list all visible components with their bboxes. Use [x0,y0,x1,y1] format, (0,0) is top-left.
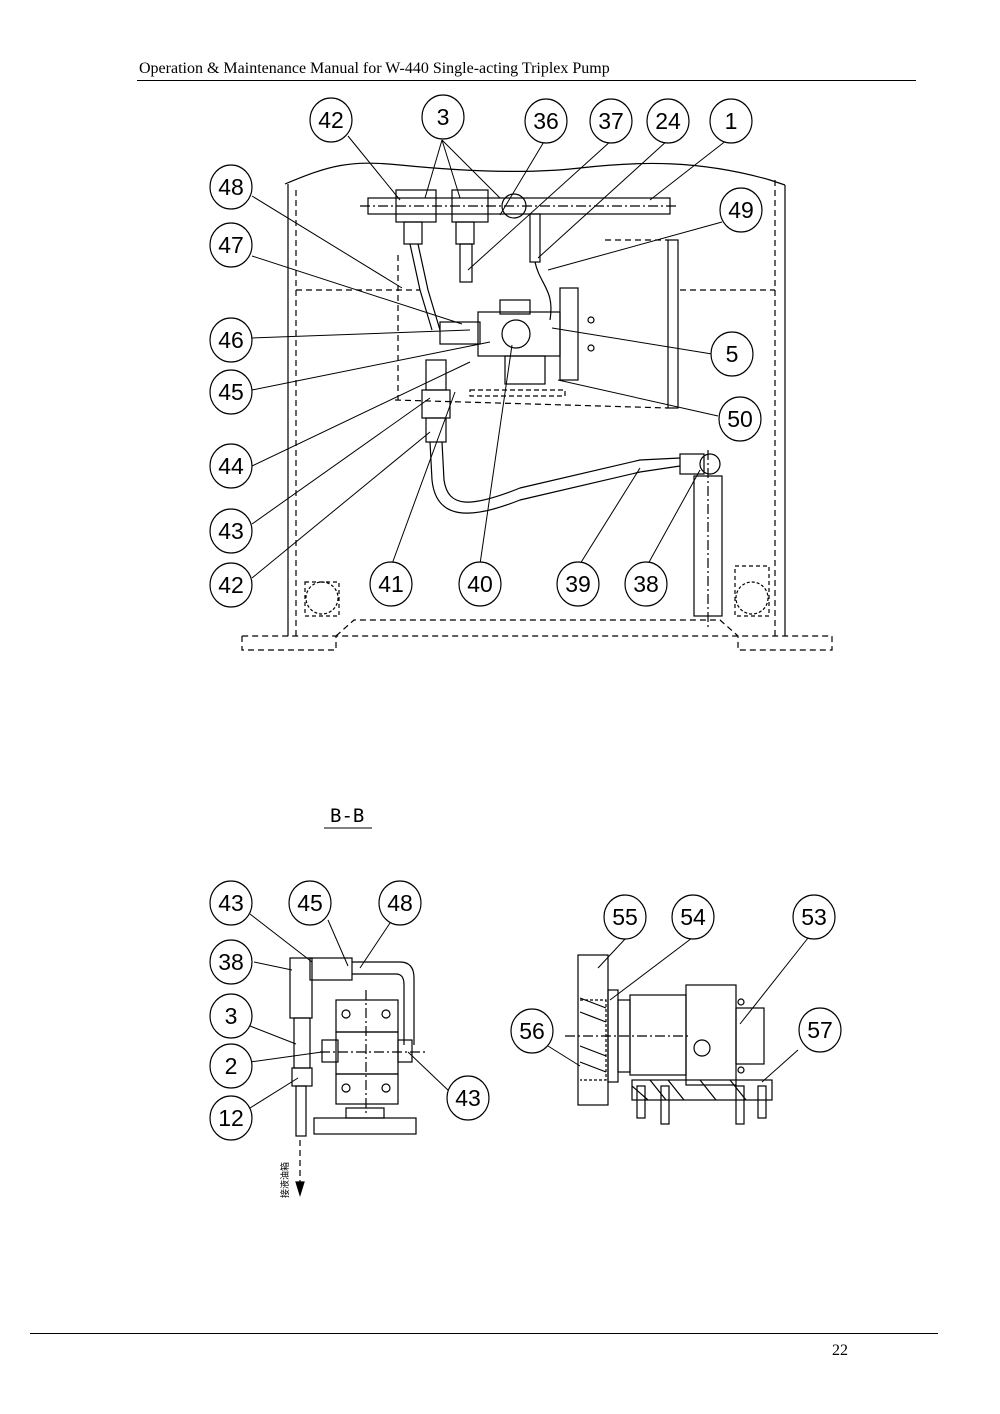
frame-outline [241,162,833,651]
callout-circle [510,1008,554,1054]
callout-circle [458,561,502,607]
callout-label: 3 [437,104,450,130]
callout-label: 47 [218,232,244,258]
callout-circle [792,894,836,940]
callout-label: 39 [565,571,591,597]
callout-label: 36 [533,108,559,134]
section-label: B-B [330,805,364,827]
bottom-left-view [289,957,425,1198]
bottom-left-callout-circles: 43 45 48 38 3 2 12 43 [209,880,490,1141]
callout-circle [709,98,753,144]
bottom-right-callout-circles: 55 54 53 56 57 [510,894,842,1054]
callout-circle [421,94,465,140]
callout-circle [524,98,568,144]
callout-label: 43 [218,518,244,544]
header-rule [137,80,916,81]
callout-label: 53 [801,904,827,930]
page-number: 22 [832,1342,848,1359]
callout-circle [446,1075,490,1121]
callout-circle [209,443,253,489]
callout-label: 12 [218,1105,244,1131]
callout-label: 24 [655,108,681,134]
callout-label: 44 [218,453,244,479]
callout-circle [671,894,715,940]
flow-direction-note: 接液油箱 [279,1162,291,1198]
callout-circle [710,331,754,377]
callout-circle [369,561,413,607]
callout-circle [209,939,253,985]
callout-label: 38 [218,949,244,975]
callout-label: 42 [218,572,244,598]
callout-circle [556,561,600,607]
callout-circle [209,1095,253,1141]
callout-label: 41 [378,571,404,597]
callout-label: 5 [726,341,739,367]
callout-circle [209,993,253,1039]
callout-label: 3 [225,1003,238,1029]
callout-label: 1 [725,108,738,134]
bottom-right-leader-lines [547,937,809,1083]
callout-circle [309,97,353,143]
callout-label: 50 [727,406,753,432]
bottom-left-leader-lines [249,913,451,1109]
callout-label: 49 [728,197,754,223]
callout-label: 43 [455,1085,481,1111]
callout-circle [718,396,762,442]
callout-circle [719,187,763,233]
callout-label: 56 [519,1018,545,1044]
callout-circle [209,562,253,608]
callout-label: 46 [218,327,244,353]
callout-label: 48 [387,890,413,916]
callout-label: 45 [218,379,244,405]
callout-circle [209,164,253,210]
callout-circle [209,1043,253,1089]
callout-label: 40 [467,571,493,597]
footer-rule [30,1333,938,1334]
callout-label: 37 [598,108,624,134]
callout-circle [209,369,253,415]
callout-label: 42 [318,107,344,133]
callout-label: 55 [612,904,638,930]
callout-label: 2 [225,1053,238,1079]
callout-circle [624,561,668,607]
callout-label: 38 [633,571,659,597]
callout-circle [378,880,422,926]
callout-circle [209,508,253,554]
top-callout-circles: 42 3 36 37 24 1 48 49 47 46 5 45 50 44 43 42 41 40 39 38 [209,94,763,608]
callout-label: 48 [218,174,244,200]
callout-circle [288,880,332,926]
bottom-right-view [565,954,773,1125]
callout-circle [209,317,253,363]
callout-circle [589,98,633,144]
callout-label: 45 [297,890,323,916]
callout-label: 54 [680,904,706,930]
callout-circle [209,222,253,268]
top-leader-lines [251,135,728,579]
callout-label: 43 [218,890,244,916]
callout-circle [209,880,253,926]
callout-label: 57 [807,1017,833,1043]
page-header-title: Operation & Maintenance Manual for W-440… [139,60,610,77]
callout-circle [603,894,647,940]
callout-circle [646,98,690,144]
callout-circle [798,1007,842,1053]
